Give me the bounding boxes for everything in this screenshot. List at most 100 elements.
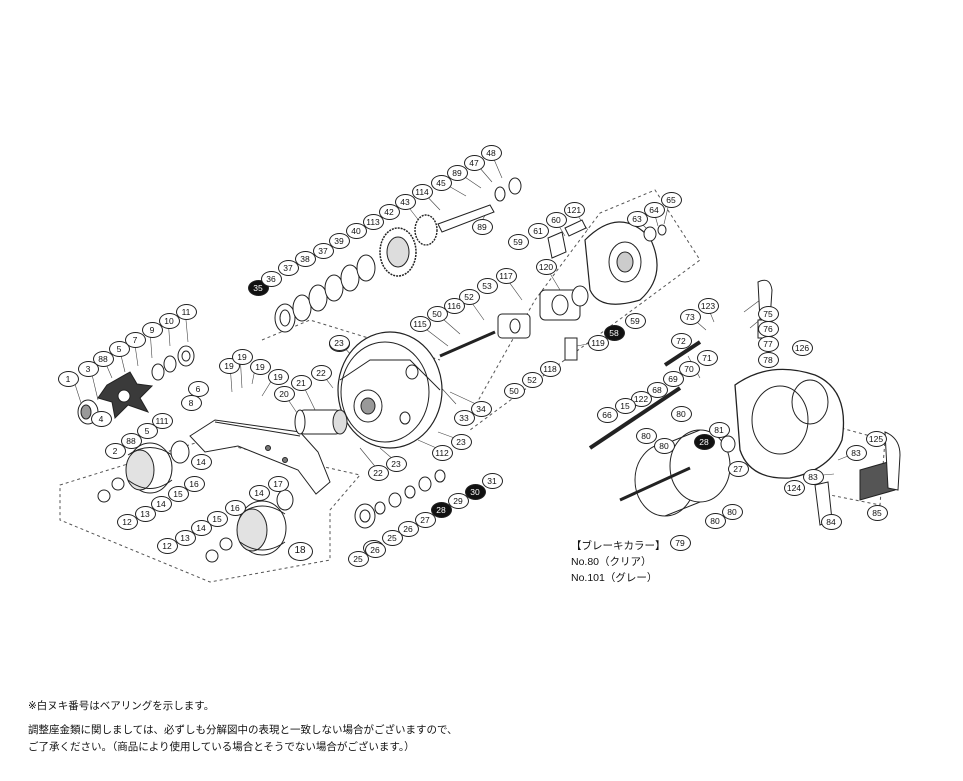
part-label-17: 17	[267, 476, 289, 492]
part-label-11: 11	[175, 304, 197, 320]
part-label-124: 124	[783, 480, 805, 496]
part-label-61: 61	[527, 223, 549, 239]
part-label-117: 117	[495, 268, 517, 284]
part-label-18: 18	[287, 541, 313, 561]
part-label-23: 23	[328, 335, 350, 351]
part-label-123: 123	[697, 298, 719, 314]
part-label-42: 42	[378, 204, 400, 220]
part-label-26: 26	[397, 521, 419, 537]
legend-title: 【ブレーキカラー】	[571, 540, 666, 552]
part-label-14: 14	[190, 520, 212, 536]
frame-cover	[439, 221, 658, 358]
side-plate	[337, 331, 443, 449]
part-label-64: 64	[643, 202, 665, 218]
part-label-88: 88	[120, 433, 142, 449]
part-label-23: 23	[450, 434, 472, 450]
part-label-5: 5	[136, 423, 158, 439]
part-label-50: 50	[426, 306, 448, 322]
part-label-19: 19	[231, 349, 253, 365]
part-label-71: 71	[696, 350, 718, 366]
part-label-12: 12	[156, 538, 178, 554]
part-label-80: 80	[670, 406, 692, 422]
part-label-89: 89	[471, 219, 493, 235]
part-label-84: 84	[820, 514, 842, 530]
part-label-10: 10	[158, 313, 180, 329]
part-label-22: 22	[367, 465, 389, 481]
level-wind-parts	[547, 219, 667, 361]
part-label-126: 126	[791, 340, 813, 356]
part-label-79: 79	[669, 535, 691, 551]
part-label-29: 29	[447, 493, 469, 509]
part-label-25: 25	[347, 551, 369, 567]
part-label-59: 59	[624, 313, 646, 329]
part-label-65: 65	[660, 192, 682, 208]
part-label-60: 60	[545, 212, 567, 228]
part-label-81: 81	[708, 422, 730, 438]
part-label-53: 53	[476, 278, 498, 294]
part-label-77: 77	[757, 336, 779, 352]
legend-line-2: No.101（グレー）	[571, 572, 658, 584]
part-label-14: 14	[150, 496, 172, 512]
part-label-16: 16	[183, 476, 205, 492]
part-label-75: 75	[757, 306, 779, 322]
part-label-36: 36	[260, 271, 282, 287]
part-label-37: 37	[277, 260, 299, 276]
part-label-68: 68	[646, 382, 668, 398]
part-label-112: 112	[431, 445, 453, 461]
part-label-47: 47	[463, 155, 485, 171]
part-label-28: 28	[430, 502, 452, 518]
part-label-88: 88	[92, 351, 114, 367]
part-label-113: 113	[362, 214, 384, 230]
part-label-119: 119	[587, 335, 609, 351]
part-label-80: 80	[635, 428, 657, 444]
part-label-125: 125	[865, 431, 887, 447]
part-label-70: 70	[678, 361, 700, 377]
part-label-1: 1	[57, 371, 79, 387]
part-label-63: 63	[626, 211, 648, 227]
part-label-43: 43	[394, 194, 416, 210]
handle-arm	[189, 419, 331, 495]
part-label-66: 66	[596, 407, 618, 423]
spool-assembly	[588, 340, 736, 517]
part-label-25: 25	[381, 530, 403, 546]
part-label-3: 3	[77, 361, 99, 377]
part-label-120: 120	[535, 259, 557, 275]
handle-knob-upper	[125, 440, 190, 494]
part-label-5: 5	[108, 341, 130, 357]
part-label-7: 7	[124, 332, 146, 348]
washer-note-line-2: ご了承ください。（商品により使用している場合とそうでない場合がございます。）	[28, 741, 415, 753]
part-label-114: 114	[411, 184, 433, 200]
legend-line-1: No.80（クリア）	[571, 556, 652, 568]
part-label-15: 15	[614, 398, 636, 414]
part-label-16: 16	[224, 500, 246, 516]
part-label-83: 83	[802, 469, 824, 485]
part-label-2: 2	[104, 443, 126, 459]
drag-cylinder	[294, 409, 348, 435]
part-label-50: 50	[503, 383, 525, 399]
part-label-80: 80	[704, 513, 726, 529]
part-label-19: 19	[267, 369, 289, 385]
part-label-30: 30	[464, 484, 486, 500]
part-label-38: 38	[294, 251, 316, 267]
part-label-48: 48	[480, 145, 502, 161]
star-drag	[77, 371, 154, 425]
part-label-52: 52	[458, 289, 480, 305]
part-label-14: 14	[248, 485, 270, 501]
part-label-21: 21	[290, 375, 312, 391]
part-label-118: 118	[539, 361, 561, 377]
part-label-28: 28	[693, 434, 715, 450]
part-label-111: 111	[151, 413, 173, 429]
part-label-27: 27	[414, 512, 436, 528]
washer-note-line-1: 調整座金類に関しましては、必ずしも分解図中の表現と一致しない場合がございますので…	[28, 724, 458, 736]
part-label-8: 8	[180, 395, 202, 411]
part-label-45: 45	[430, 175, 452, 191]
brake-color-legend: 【ブレーキカラー】 No.80（クリア） No.101（グレー）	[571, 538, 666, 586]
drive-gear-stack	[274, 177, 522, 333]
part-label-78: 78	[757, 352, 779, 368]
part-label-39: 39	[328, 233, 350, 249]
part-label-69: 69	[662, 371, 684, 387]
part-label-89: 89	[446, 165, 468, 181]
part-label-14: 14	[190, 454, 212, 470]
part-label-59: 59	[507, 234, 529, 250]
